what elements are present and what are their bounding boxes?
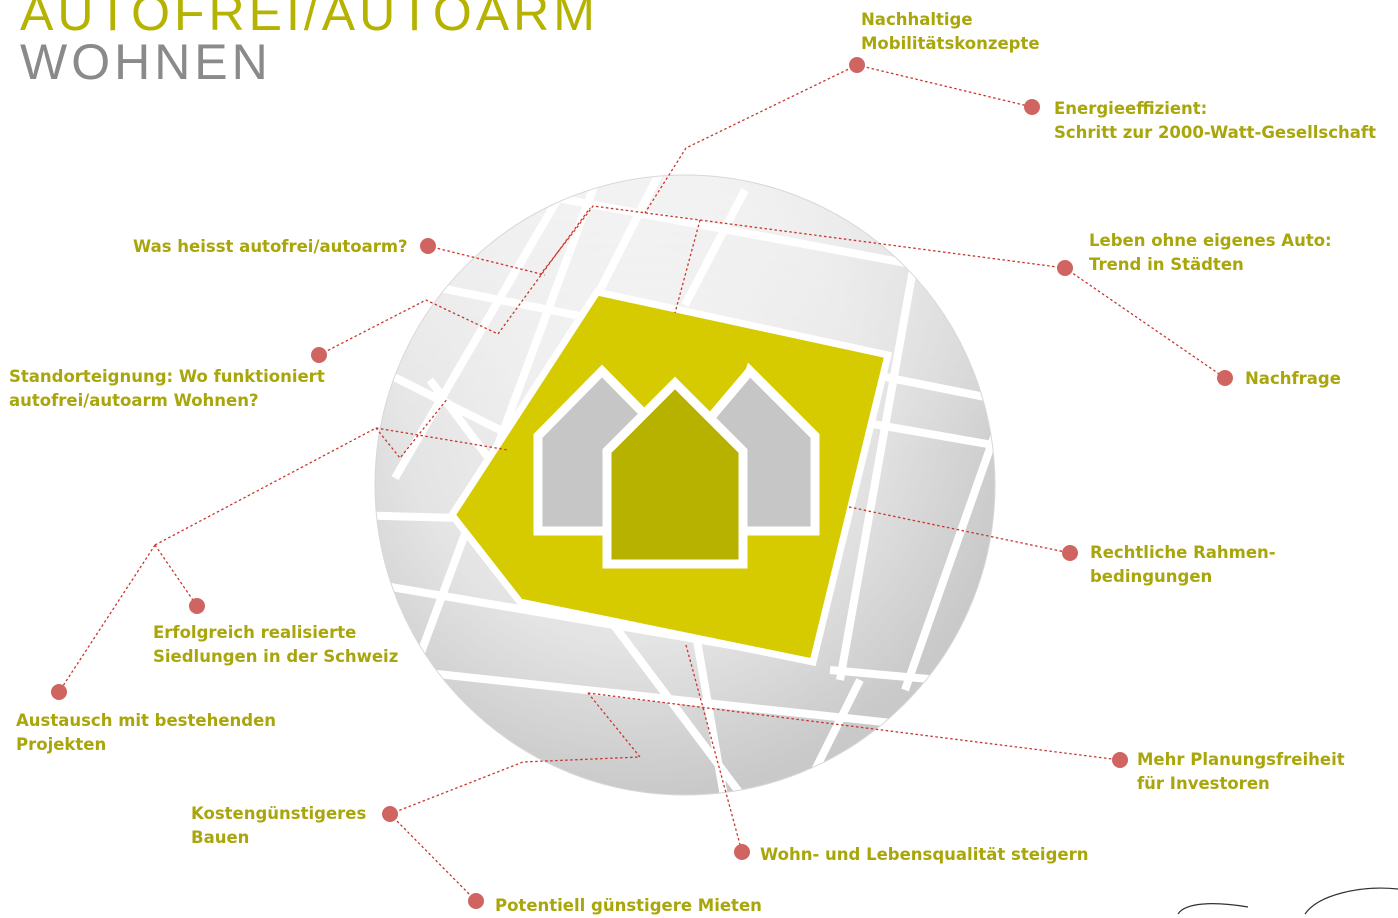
label-standorteignung: Standorteignung: Wo funktioniert autofre… [9,365,325,413]
label-line: Rechtliche Rahmen- [1090,543,1276,562]
label-line: Kostengünstigeres [191,804,367,823]
dot-icon [849,57,865,73]
label-planungsfreiheit: Mehr Planungsfreiheit für Investoren [1137,748,1345,796]
label-line: Nachfrage [1245,369,1341,388]
label-line: Mehr Planungsfreiheit [1137,750,1345,769]
label-energieeffizient: Energieeffizient: Schritt zur 2000-Watt-… [1054,97,1376,145]
connector-dots [51,57,1233,909]
dot-icon [1217,370,1233,386]
label-line: Leben ohne eigenes Auto: [1089,231,1332,250]
label-was-heisst: Was heisst autofrei/autoarm? [133,235,408,259]
page-title-line2: WOHNEN [20,34,272,90]
label-leben-ohne-auto: Leben ohne eigenes Auto: Trend in Städte… [1089,229,1332,277]
label-line: Austausch mit bestehenden [16,711,277,730]
dot-icon [382,806,398,822]
label-line: Potentiell günstigere Mieten [495,896,762,915]
label-line: Standorteignung: Wo funktioniert [9,367,325,386]
dot-icon [1062,545,1078,561]
dot-icon [189,598,205,614]
label-line: Siedlungen in der Schweiz [153,647,399,666]
label-rechtliche-rahmenbedingungen: Rechtliche Rahmen- bedingungen [1090,541,1276,589]
scribble-decoration [1177,887,1398,915]
label-line: Wohn- und Lebensqualität steigern [760,845,1089,864]
dot-icon [51,684,67,700]
dot-icon [734,844,750,860]
label-austausch: Austausch mit bestehenden Projekten [16,709,276,757]
label-line: autofrei/autoarm Wohnen? [9,391,259,410]
label-line: Energieeffizient: [1054,99,1208,118]
label-line: Schritt zur 2000-Watt-Gesellschaft [1054,123,1376,142]
label-erfolgreich-realisierte: Erfolgreich realisierte Siedlungen in de… [153,621,398,669]
label-line: für Investoren [1137,774,1270,793]
label-kostenguenstiger-bauen: Kostengünstigeres Bauen [191,802,366,850]
page-title-line1: AUTOFREI/AUTOARM [20,0,599,41]
label-line: Bauen [191,828,250,847]
houses-icon [533,362,820,569]
dot-icon [468,893,484,909]
dot-icon [1057,260,1073,276]
label-line: Erfolgreich realisierte [153,623,357,642]
connector-lines [58,64,1226,902]
label-line: Projekten [16,735,107,754]
label-line: bedingungen [1090,567,1213,586]
dot-icon [311,347,327,363]
label-line: Nachhaltige [861,10,973,29]
label-nachhaltige-mobilitaet: Nachhaltige Mobilitätskonzepte [861,8,1040,56]
dot-icon [1024,99,1040,115]
label-guenstigere-mieten: Potentiell günstigere Mieten [495,894,762,918]
dot-icon [1112,752,1128,768]
label-line: Trend in Städten [1089,255,1244,274]
label-line: Mobilitätskonzepte [861,34,1040,53]
label-wohnqualitaet: Wohn- und Lebensqualität steigern [760,843,1088,867]
label-line: Was heisst autofrei/autoarm? [133,237,408,256]
label-nachfrage: Nachfrage [1245,367,1341,391]
dot-icon [420,238,436,254]
